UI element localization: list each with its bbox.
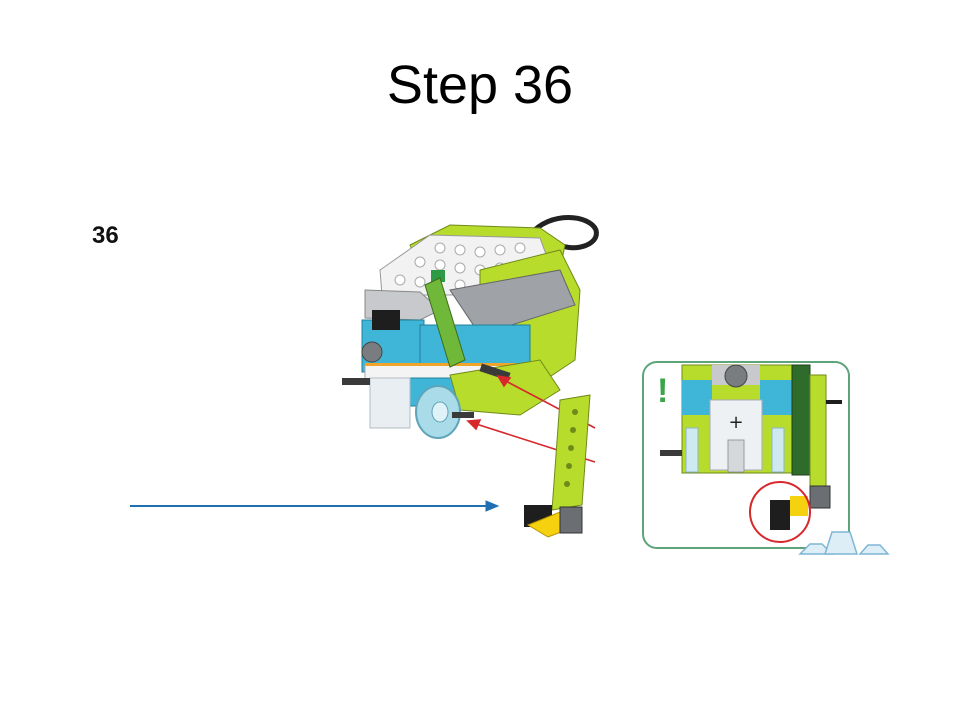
callout-warning-mark: ! [657, 372, 669, 410]
blue-arrow [130, 500, 500, 512]
gray-ball [361, 341, 383, 363]
callout-circle [749, 481, 811, 543]
clear-brick [369, 377, 411, 429]
axle-pin-lower [452, 412, 474, 418]
svg-text:+: + [728, 412, 743, 433]
lego-build-illustration: + [130, 215, 890, 555]
model-orange-strip [365, 363, 515, 366]
model-front-black [372, 310, 400, 330]
step-number: 36 [92, 222, 119, 249]
green-tile [431, 270, 445, 282]
model-right-gray [449, 269, 576, 336]
slide-title: Step 36 [386, 55, 574, 115]
model-cable [528, 215, 599, 251]
wheel-hub [431, 401, 449, 423]
model-green-beam [424, 277, 466, 368]
axle-pin-left [342, 378, 370, 385]
hex-tabs [798, 531, 890, 555]
lime-beam-part [524, 394, 591, 538]
lego-model [342, 215, 599, 439]
callout-panel: + [642, 361, 890, 555]
